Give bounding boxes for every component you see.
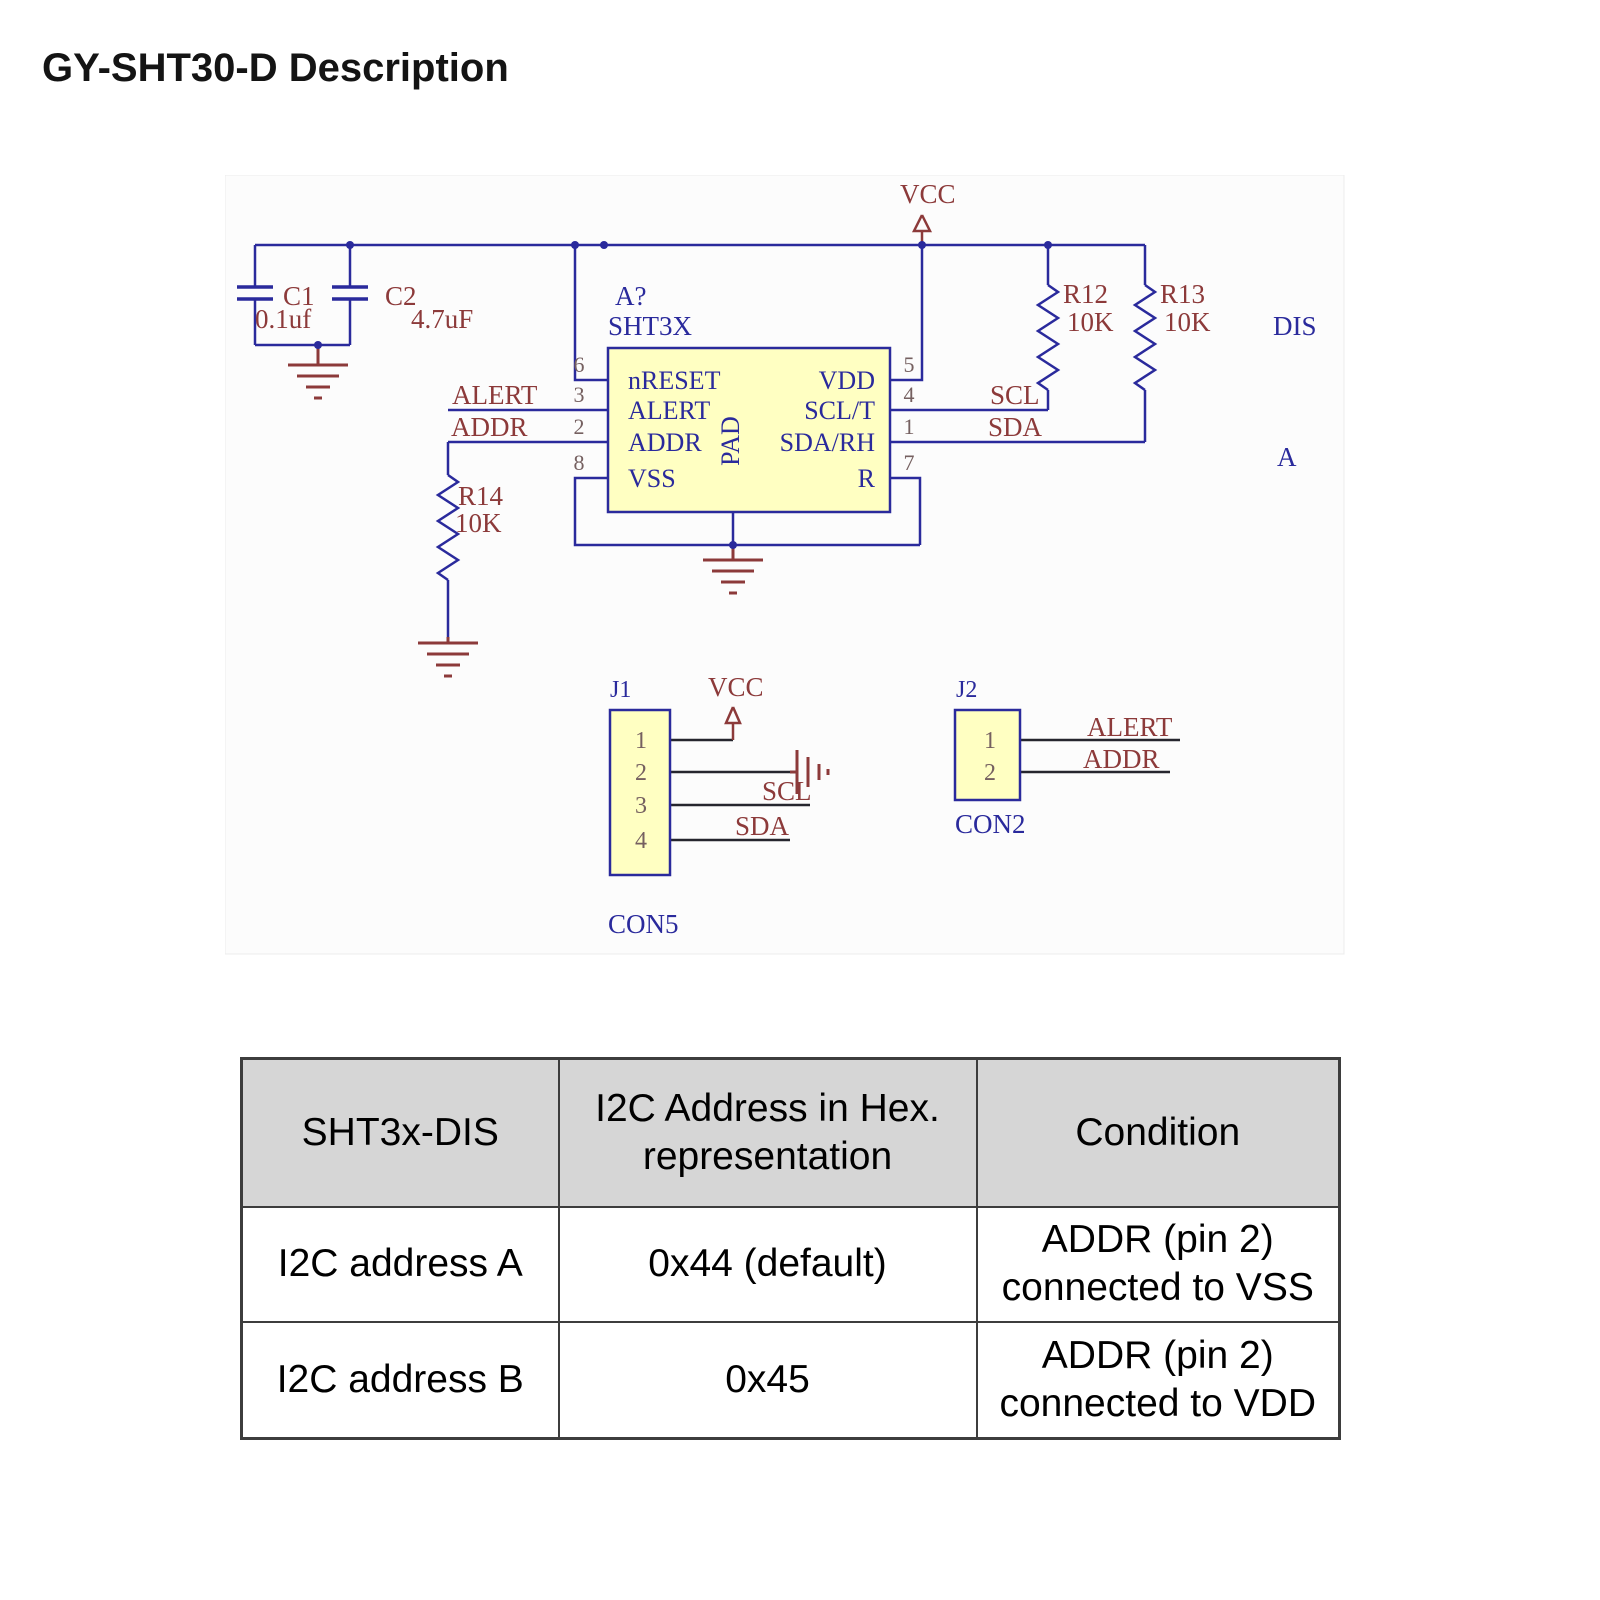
net-label-scl: SCL bbox=[990, 380, 1040, 410]
table-row: I2C address A 0x44 (default) ADDR (pin 2… bbox=[240, 1205, 1341, 1323]
r12-value: 10K bbox=[1067, 307, 1114, 337]
resistor-r14-symbol bbox=[435, 473, 461, 582]
ic-pin-num-8: 8 bbox=[574, 450, 585, 475]
ic-ref: A? bbox=[615, 281, 646, 311]
c1-value: 0.1uf bbox=[255, 304, 311, 334]
j1-body bbox=[608, 708, 672, 877]
c2-ref: C2 bbox=[385, 281, 417, 311]
j1-pin-4: 4 bbox=[635, 828, 647, 854]
i2c-address-table: SHT3x-DIS I2C Address in Hex. representa… bbox=[240, 1057, 1341, 1440]
r13-ref: R13 bbox=[1160, 279, 1205, 309]
wires bbox=[253, 243, 1147, 637]
c2-value: 4.7uF bbox=[411, 304, 473, 334]
j2-pin-2: 2 bbox=[984, 760, 996, 786]
vcc-net-label: VCC bbox=[900, 179, 956, 209]
resistor-r12-symbol bbox=[1035, 283, 1061, 392]
schematic-svg: VCC C1 0.1uf C2 4.7uF A? SHT3X ALERT ADD… bbox=[225, 175, 1345, 955]
ground-symbol-caps bbox=[288, 345, 348, 400]
ic-pin-name-alert: ALERT bbox=[628, 396, 710, 425]
ground-symbol-r14 bbox=[418, 637, 478, 678]
ground-symbol-ic bbox=[703, 545, 763, 595]
j1-pin-1: 1 bbox=[635, 728, 647, 754]
page-title: GY-SHT30-D Description bbox=[42, 46, 509, 90]
j2-pin-1: 1 bbox=[984, 728, 996, 754]
j2-alert-label: ALERT bbox=[1087, 712, 1173, 742]
connector-wires bbox=[670, 738, 1180, 842]
j2-body bbox=[953, 708, 1022, 802]
ic-pin-num-7: 7 bbox=[904, 450, 915, 475]
table-cell-condition: ADDR (pin 2) connected to VSS bbox=[975, 1205, 1341, 1323]
ic-pin-name-r: R bbox=[858, 464, 876, 493]
ic-pin-name-sdarh: SDA/RH bbox=[780, 428, 876, 457]
ic-pin-name-vss: VSS bbox=[628, 464, 676, 493]
table-row: I2C address B 0x45 ADDR (pin 2) connecte… bbox=[240, 1320, 1341, 1440]
ic-pin-num-2: 2 bbox=[574, 414, 585, 439]
ic-pad-label: PAD bbox=[716, 416, 745, 466]
ic-pin-name-vdd: VDD bbox=[819, 366, 875, 395]
ic-body bbox=[606, 346, 892, 514]
r14-value: 10K bbox=[455, 508, 502, 538]
net-label-alert: ALERT bbox=[452, 380, 538, 410]
table-header-condition: Condition bbox=[975, 1057, 1341, 1208]
ic-pin-name-addr: ADDR bbox=[628, 428, 702, 457]
ground-symbol-j1 bbox=[790, 750, 830, 794]
j1-scl-label: SCL bbox=[762, 776, 812, 806]
ic-pin-name-sclt: SCL/T bbox=[804, 396, 875, 425]
table-cell-name: I2C address B bbox=[240, 1320, 560, 1440]
schematic-panel bbox=[225, 175, 1345, 955]
net-label-sda: SDA bbox=[988, 412, 1043, 442]
ic-pin-name-nreset: nRESET bbox=[628, 366, 721, 395]
table-cell-address: 0x44 (default) bbox=[557, 1205, 978, 1323]
c1-ref: C1 bbox=[283, 281, 315, 311]
table-cell-name: I2C address A bbox=[240, 1205, 560, 1323]
r13-value: 10K bbox=[1164, 307, 1211, 337]
vcc-symbol-j1 bbox=[724, 706, 742, 740]
j1-pin-2: 2 bbox=[635, 760, 647, 786]
j2-addr-label: ADDR bbox=[1083, 744, 1160, 774]
net-label-dis: DIS bbox=[1273, 311, 1317, 341]
table-cell-address: 0x45 bbox=[557, 1320, 978, 1440]
table-header-device: SHT3x-DIS bbox=[240, 1057, 560, 1208]
j1-pin-3: 3 bbox=[635, 793, 647, 819]
ic-pin-num-4: 4 bbox=[904, 382, 915, 407]
j2-type-label: CON2 bbox=[955, 809, 1026, 839]
table-cell-condition: ADDR (pin 2) connected to VDD bbox=[975, 1320, 1341, 1440]
resistor-r13-symbol bbox=[1132, 283, 1158, 392]
schematic: VCC C1 0.1uf C2 4.7uF A? SHT3X ALERT ADD… bbox=[225, 175, 1345, 965]
net-label-addr: ADDR bbox=[451, 412, 528, 442]
j1-ref: J1 bbox=[610, 677, 631, 703]
ic-pin-num-3: 3 bbox=[574, 382, 585, 407]
ic-pin-num-6: 6 bbox=[574, 352, 585, 377]
ic-part: SHT3X bbox=[608, 311, 693, 341]
r12-ref: R12 bbox=[1063, 279, 1108, 309]
j1-vcc-label: VCC bbox=[708, 672, 764, 702]
j1-sda-label: SDA bbox=[735, 811, 790, 841]
junction-dots bbox=[314, 241, 1052, 549]
ic-pin-num-5: 5 bbox=[904, 352, 915, 377]
j2-ref: J2 bbox=[956, 677, 977, 703]
table-header-row: SHT3x-DIS I2C Address in Hex. representa… bbox=[240, 1057, 1341, 1208]
ic-pin-num-1: 1 bbox=[904, 414, 915, 439]
r14-ref: R14 bbox=[458, 481, 504, 511]
capacitor-symbols bbox=[237, 285, 368, 301]
j1-type-label: CON5 bbox=[608, 909, 679, 939]
net-label-a: A bbox=[1277, 442, 1297, 472]
table-header-address: I2C Address in Hex. representation bbox=[557, 1057, 978, 1208]
